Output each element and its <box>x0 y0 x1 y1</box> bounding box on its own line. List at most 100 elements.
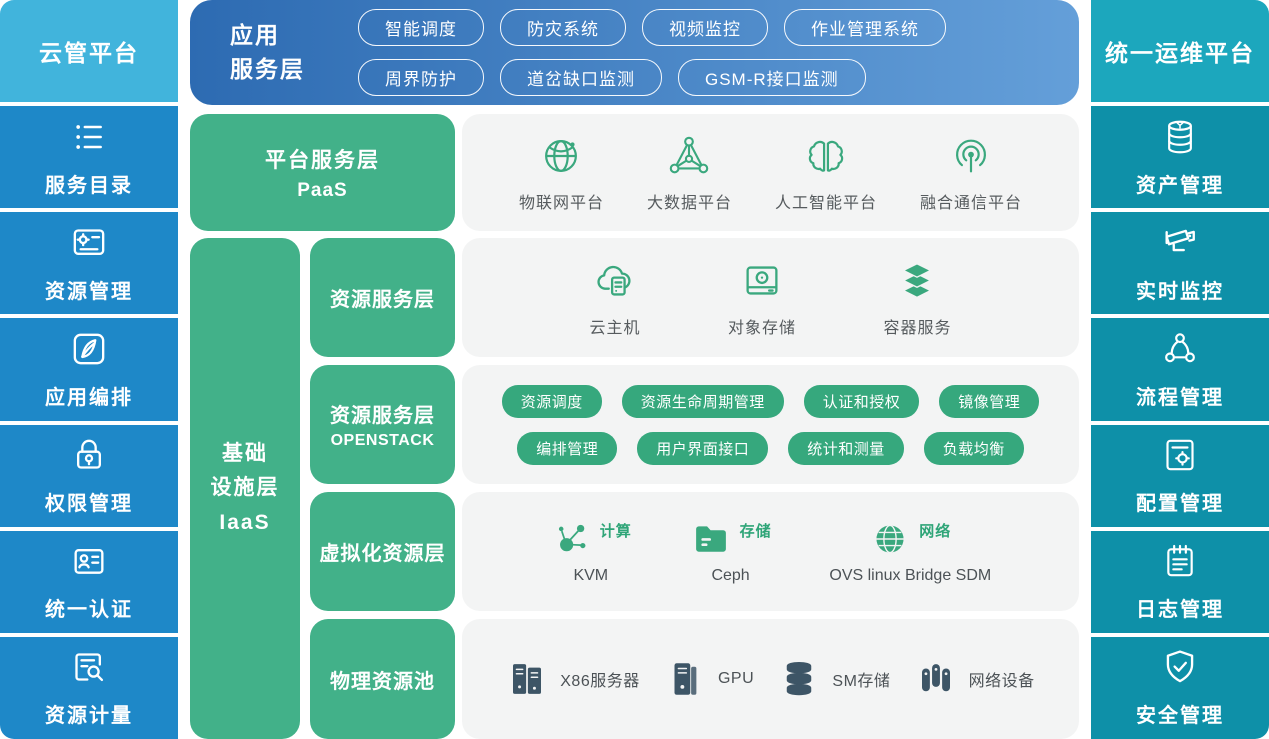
lock-icon <box>69 435 109 475</box>
globe-network-icon <box>538 133 584 179</box>
rs-item-cloud-host: 云主机 <box>589 258 640 338</box>
feather-icon <box>69 329 109 369</box>
iaas-title-line3: IaaS <box>219 510 271 534</box>
openstack-layer-label: 资源服务层 OPENSTACK <box>310 365 455 484</box>
pill-gsmr-interface-monitoring: GSM-R接口监测 <box>678 59 866 96</box>
sidebar-item-resource-metering: 资源计量 <box>0 636 178 739</box>
paas-item-label: 物联网平台 <box>518 194 604 212</box>
coins-icon <box>1160 117 1200 157</box>
paas-item-label: 人工智能平台 <box>774 194 877 212</box>
paas-title: 平台服务层 <box>265 148 380 172</box>
virt-item-storage: 存储 Ceph <box>690 518 772 585</box>
sidebar-item-realtime-monitoring: 实时监控 <box>1091 212 1269 315</box>
folder-icon <box>690 518 732 560</box>
phys-item-x86-server: X86服务器 <box>506 658 639 700</box>
app-pill-row-2: 周界防护 道岔缺口监测 GSM-R接口监测 <box>358 59 1079 96</box>
paas-item-iot: 物联网平台 <box>519 133 604 213</box>
sidebar-item-label: 资源管理 <box>45 280 133 303</box>
sidebar-item-label: 日志管理 <box>1136 599 1224 622</box>
sidebar-item-label: 统一认证 <box>45 599 133 622</box>
pill-resource-scheduling: 资源调度 <box>501 384 602 418</box>
pill-image-management: 镜像管理 <box>939 384 1040 418</box>
unified-ops-sidebar: 统一运维平台 资产管理 实时监控 <box>1091 0 1269 739</box>
resource-service-layer-label: 资源服务层 <box>310 238 455 357</box>
application-service-layer-title: 应用 服务层 <box>230 19 358 86</box>
app-title-line1: 应用 <box>230 22 280 49</box>
paas-item-ai: 人工智能平台 <box>775 133 877 213</box>
sidebar-item-service-catalog: 服务目录 <box>0 106 178 209</box>
left-sidebar-header: 云管平台 <box>0 0 178 103</box>
right-sidebar-header: 统一运维平台 <box>1091 0 1269 103</box>
virt-item-network: 网络 OVS linux Bridge SDM <box>829 518 991 585</box>
brain-icon <box>803 133 849 179</box>
app-title-line2: 服务层 <box>230 55 305 82</box>
openstack-pill-row-1: 资源调度 资源生命周期管理 认证和授权 镜像管理 <box>501 384 1040 418</box>
phys-item-label: GPU <box>717 670 755 687</box>
pill-load-balancing: 负载均衡 <box>923 431 1024 465</box>
document-search-icon <box>69 647 109 687</box>
flow-nodes-icon <box>1160 329 1200 369</box>
virtualization-panel: 计算 KVM 存储 Ceph <box>462 492 1079 611</box>
notebook-icon <box>1160 541 1200 581</box>
sidebar-item-security-management: 安全管理 <box>1091 636 1269 739</box>
virt-item-compute: 计算 KVM <box>550 518 632 585</box>
rs-item-label: 云主机 <box>589 319 641 337</box>
sidebar-item-permission-management: 权限管理 <box>0 424 178 527</box>
virt-item-label: Ceph <box>711 567 750 584</box>
cloud-server-icon <box>592 258 638 304</box>
sidebar-item-label: 资源计量 <box>45 705 133 728</box>
pill-video-monitoring: 视频监控 <box>642 9 768 46</box>
sidebar-item-label: 资产管理 <box>1136 174 1224 197</box>
phys-item-network-device: 网络设备 <box>915 658 1035 700</box>
openstack-title: 资源服务层 <box>330 405 435 427</box>
network-device-icon <box>915 658 957 700</box>
virt-tag-storage: 存储 <box>739 523 772 540</box>
rs-item-label: 对象存储 <box>727 319 796 337</box>
virt-item-label: OVS linux Bridge SDM <box>829 567 992 584</box>
rs-item-label: 容器服务 <box>883 319 952 337</box>
paas-item-comms: 融合通信平台 <box>920 133 1022 213</box>
storage-drive-icon <box>739 258 785 304</box>
pill-intelligent-scheduling: 智能调度 <box>358 9 484 46</box>
database-cylinders-icon <box>778 658 820 700</box>
resource-service-title: 资源服务层 <box>330 289 435 311</box>
paas-panel: 物联网平台 大数据平台 人工智能平台 <box>462 114 1079 231</box>
virt-tag-network: 网络 <box>919 523 952 540</box>
radar-icon <box>948 133 994 179</box>
virt-tag-compute: 计算 <box>599 523 632 540</box>
iaas-title-line2: 设施层 <box>210 476 280 500</box>
virt-item-compute-top: 计算 <box>550 518 632 560</box>
sidebar-item-label: 服务目录 <box>45 174 133 197</box>
phys-item-gpu: GPU <box>664 658 754 700</box>
physical-pool-panel: X86服务器 GPU SM存储 <box>462 619 1079 739</box>
paas-subtitle: PaaS <box>297 179 348 201</box>
openstack-subtitle: OPENSTACK <box>330 432 435 449</box>
left-sidebar-title: 云管平台 <box>39 40 139 67</box>
pill-perimeter-protection: 周界防护 <box>358 59 484 96</box>
cloud-management-sidebar: 云管平台 服务目录 资源管理 <box>0 0 178 739</box>
sidebar-item-config-management: 配置管理 <box>1091 424 1269 527</box>
openstack-pill-row-2: 编排管理 用户界面接口 统计和测量 负载均衡 <box>517 431 1024 465</box>
sidebar-item-asset-management: 资产管理 <box>1091 106 1269 209</box>
gear-document-icon <box>69 223 109 263</box>
iaas-layer-label: 基础 设施层 IaaS <box>190 238 300 739</box>
sidebar-item-process-management: 流程管理 <box>1091 318 1269 421</box>
sidebar-item-label: 应用编排 <box>45 386 133 409</box>
sidebar-item-label: 权限管理 <box>45 493 133 516</box>
pill-switch-gap-monitoring: 道岔缺口监测 <box>500 59 662 96</box>
phys-item-sm-storage: SM存储 <box>778 658 890 700</box>
pill-user-interface: 用户界面接口 <box>637 431 769 465</box>
virt-item-label: KVM <box>573 567 609 584</box>
physical-pool-title: 物理资源池 <box>330 670 435 693</box>
compute-nodes-icon <box>550 518 592 560</box>
sidebar-item-label: 流程管理 <box>1136 386 1224 409</box>
app-pill-group: 智能调度 防灾系统 视频监控 作业管理系统 周界防护 道岔缺口监测 GSM-R接… <box>358 9 1079 96</box>
right-sidebar-title: 统一运维平台 <box>1105 40 1255 67</box>
virt-item-network-top: 网络 <box>869 518 951 560</box>
gpu-icon <box>664 658 706 700</box>
cctv-camera-icon <box>1160 223 1200 263</box>
server-icon <box>506 658 548 700</box>
phys-item-label: SM存储 <box>832 673 891 690</box>
openstack-panel: 资源调度 资源生命周期管理 认证和授权 镜像管理 编排管理 用户界面接口 统计和… <box>462 365 1079 484</box>
virtualization-title: 虚拟化资源层 <box>319 543 446 565</box>
